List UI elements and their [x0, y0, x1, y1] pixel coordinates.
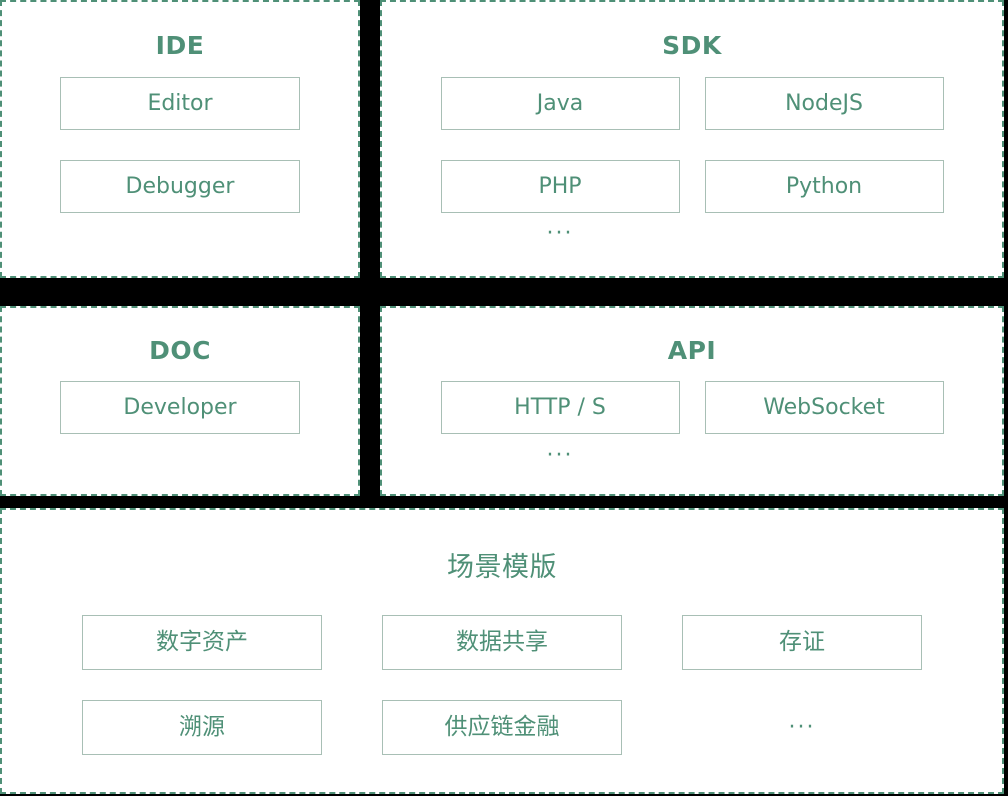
panel-sdk: SDK Java NodeJS PHP Python ···	[380, 0, 1004, 278]
item-editor[interactable]: Editor	[60, 77, 300, 130]
panel-api-title: API	[667, 336, 717, 365]
panel-scenario-title: 场景模版	[447, 552, 557, 583]
panel-api-items: HTTP / S WebSocket	[440, 381, 944, 434]
panel-ide: IDE Editor Debugger	[0, 0, 360, 278]
item-data-sharing[interactable]: 数据共享	[382, 615, 622, 670]
item-java[interactable]: Java	[440, 77, 680, 130]
item-http-s[interactable]: HTTP / S	[440, 381, 680, 434]
panel-api: API HTTP / S WebSocket ···	[380, 306, 1004, 496]
item-traceability[interactable]: 溯源	[82, 700, 322, 755]
panel-scenario-items: 数字资产 数据共享 存证 溯源 供应链金融 ···	[82, 615, 922, 755]
panel-doc: DOC Developer	[0, 306, 360, 496]
item-attestation[interactable]: 存证	[682, 615, 922, 670]
panel-doc-items: Developer	[60, 381, 300, 434]
panel-api-more-row: ···	[441, 445, 944, 467]
scenario-more-ellipsis-icon: ···	[788, 714, 816, 740]
item-websocket[interactable]: WebSocket	[704, 381, 944, 434]
item-digital-asset[interactable]: 数字资产	[82, 615, 322, 670]
item-debugger[interactable]: Debugger	[60, 160, 300, 213]
api-more-ellipsis-icon: ···	[546, 443, 574, 468]
panel-sdk-title: SDK	[662, 31, 722, 60]
panel-sdk-more-row: ···	[441, 223, 944, 245]
item-supply-chain-finance[interactable]: 供应链金融	[382, 700, 622, 755]
item-php[interactable]: PHP	[440, 160, 680, 213]
sdk-more-ellipsis-icon: ···	[546, 221, 574, 246]
item-python[interactable]: Python	[704, 160, 944, 213]
panel-ide-title: IDE	[155, 31, 205, 60]
panel-ide-items: Editor Debugger	[60, 77, 300, 213]
item-nodejs[interactable]: NodeJS	[704, 77, 944, 130]
panel-doc-title: DOC	[149, 336, 211, 365]
item-developer[interactable]: Developer	[60, 381, 300, 434]
panel-scenario-template: 场景模版 数字资产 数据共享 存证 溯源 供应链金融 ···	[0, 508, 1004, 794]
panel-sdk-items: Java NodeJS PHP Python	[440, 77, 944, 213]
